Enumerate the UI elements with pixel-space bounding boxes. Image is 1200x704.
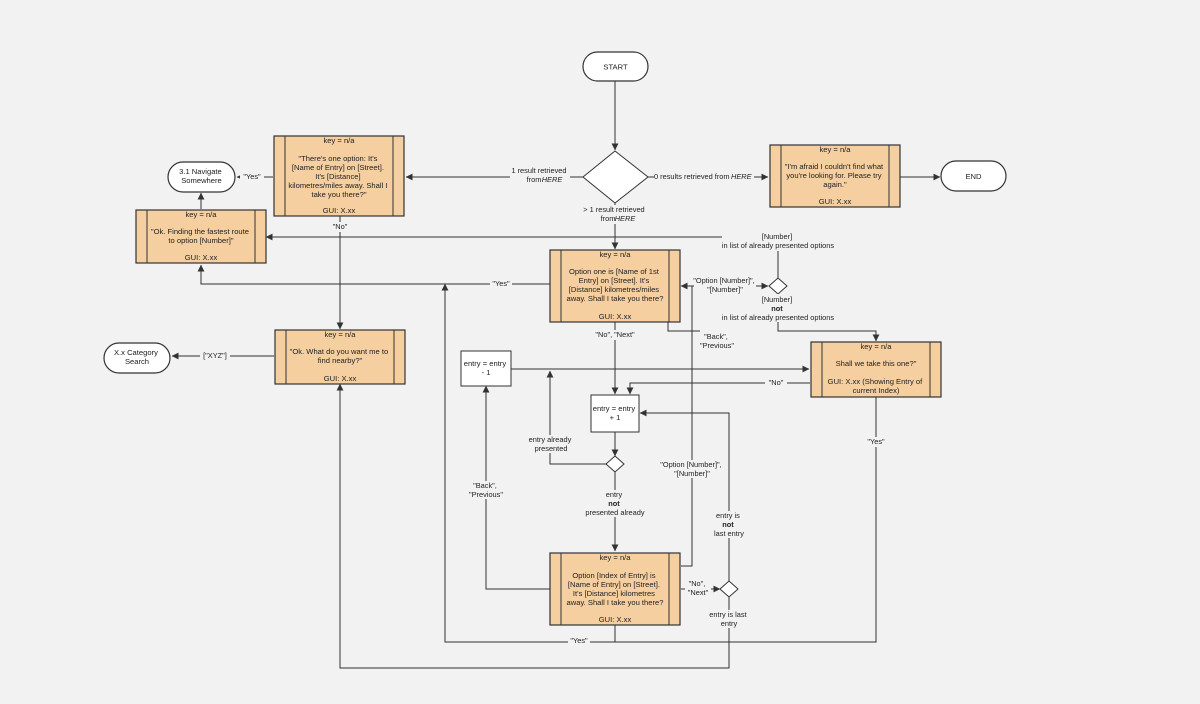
take-this-gui: GUI: X.xx (Showing Entry of current Inde… [828, 377, 925, 395]
fastest-route-box: key = n/a "Ok. Finding the fastest route… [135, 209, 267, 264]
not-found-gui: GUI: X.xx [819, 197, 852, 206]
label-back-previous-2: "Back", "Previous" [469, 481, 503, 499]
label-zero-results: 0 results retrieved from [654, 172, 730, 181]
entry-minus-text: entry = entry - 1 [464, 359, 509, 377]
label-no-next-1: "No", "Next" [595, 330, 635, 339]
start-terminal [582, 51, 649, 82]
one-option-gui: GUI: X.xx [323, 206, 356, 215]
end-terminal [940, 160, 1007, 192]
label-no-next-2: "No", "Next" [688, 579, 709, 597]
not-found-text: "I'm afraid I couldn't find what you're … [785, 162, 886, 189]
take-this-text: Shall we take this one?" [836, 359, 917, 368]
label-yes-take: "Yes" [867, 437, 885, 446]
label-back-previous-1: "Back", "Previous" [700, 332, 734, 350]
one-option-box: key = n/a "There's one option: It's [Nam… [273, 135, 405, 217]
start-label: START [603, 63, 628, 72]
label-zero-results-here: HERE [731, 172, 752, 181]
entry-minus-box [460, 350, 512, 387]
option-one-box: key = n/a Option one is [Name of 1st Ent… [549, 249, 681, 323]
entry-plus-box [590, 394, 640, 433]
option-one-text: Option one is [Name of 1st Entry] on [St… [567, 267, 664, 303]
label-entry-last: entry is last entry [709, 610, 748, 628]
nearby-text: "Ok. What do you want me to find nearby?… [290, 347, 391, 365]
entry-plus-text: entry = entry + 1 [593, 404, 638, 422]
label-more-results-here: HERE [615, 214, 636, 223]
label-option-number-1: "Option [Number]", "[Number]" [693, 276, 757, 294]
arrow-option-number-2 [680, 282, 693, 567]
option-one-key: key = n/a [599, 250, 631, 259]
label-no-one-option: "No" [333, 222, 348, 231]
label-entry-already: entry already presented [529, 435, 574, 453]
take-this-box: key = n/a Shall we take this one?" GUI: … [810, 341, 942, 398]
option-index-gui: GUI: X.xx [599, 615, 632, 624]
not-found-box: key = n/a "I'm afraid I couldn't find wh… [769, 144, 901, 208]
navigate-terminal [167, 161, 236, 193]
label-option-number-2: "Option [Number]", "[Number]" [660, 460, 724, 478]
edge-labels: 1 result retrieved from HERE 0 results r… [200, 164, 888, 646]
label-xyz: ["XYZ"] [203, 351, 227, 360]
label-more-results: > 1 result retrieved from [583, 205, 646, 223]
last-entry-decision [719, 580, 739, 598]
arrow-no-take [626, 382, 810, 395]
label-yes-navigate: "Yes" [243, 172, 261, 181]
label-number-not-in-list: [Number] not in list of already presente… [722, 295, 834, 322]
arrow-entry-already [546, 370, 607, 465]
label-no-take: "No" [769, 378, 784, 387]
category-search-terminal [103, 342, 171, 374]
fastest-route-key: key = n/a [185, 210, 217, 219]
end-label: END [965, 172, 982, 181]
label-entry-not-last: entry is not last entry [714, 511, 744, 538]
arrow-yes-option-one [197, 264, 550, 285]
arrow-back-previous-1 [667, 322, 700, 332]
option-index-key: key = n/a [599, 553, 631, 562]
arrow-entry-last [336, 383, 730, 669]
number-decision [768, 277, 788, 295]
one-option-key: key = n/a [323, 136, 355, 145]
presented-decision [605, 455, 625, 473]
label-one-result: 1 result retrieved from [511, 166, 568, 184]
arrow-back-previous-2 [482, 385, 550, 590]
nearby-gui: GUI: X.xx [324, 374, 357, 383]
fastest-route-gui: GUI: X.xx [185, 253, 218, 262]
label-yes-option-one: "Yes" [492, 279, 510, 288]
label-yes-index: "Yes" [570, 636, 588, 645]
label-number-in-list: [Number] in list of already presented op… [722, 232, 834, 250]
label-one-result-here: HERE [542, 175, 563, 184]
option-one-gui: GUI: X.xx [599, 312, 632, 321]
results-decision [582, 150, 649, 204]
nearby-key: key = n/a [324, 330, 356, 339]
one-option-text: "There's one option: It's [Name of Entry… [288, 154, 389, 199]
navigate-label: 3.1 Navigate Somewhere [179, 167, 224, 185]
nearby-box: key = n/a "Ok. What do you want me to fi… [274, 329, 406, 385]
arrow-number-in-list [265, 233, 779, 278]
category-search-label: X.x Category Search [114, 348, 160, 366]
take-this-key: key = n/a [860, 342, 892, 351]
not-found-key: key = n/a [819, 145, 851, 154]
fastest-route-text: "Ok. Finding the fastest route to option… [151, 227, 251, 245]
option-index-text: Option [Index of Entry] is [Name of Entr… [567, 571, 664, 607]
label-entry-not-presented: entry not presented already [585, 490, 644, 517]
arrow-yes-take [441, 283, 877, 643]
option-index-box: key = n/a Option [Index of Entry] is [Na… [549, 552, 681, 626]
